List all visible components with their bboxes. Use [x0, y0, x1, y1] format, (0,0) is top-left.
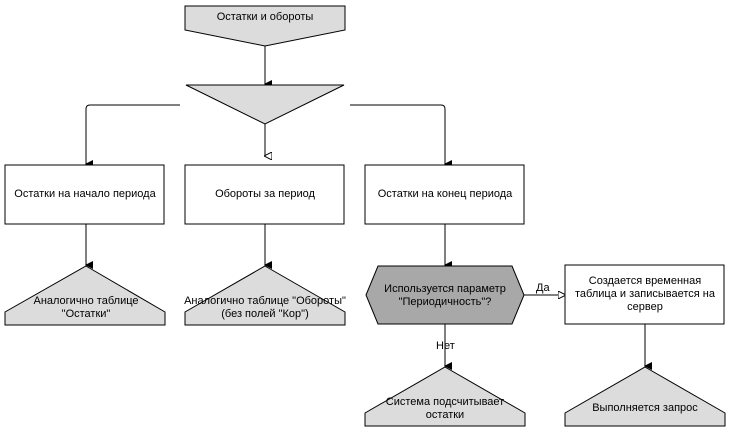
decision-label: Используется параметр "Периодичность"?	[384, 283, 506, 308]
edge-no-label: Нет	[436, 340, 455, 352]
result-query-label: Выполняется запрос	[592, 402, 698, 414]
result-begin-label: Аналогично таблице "Остатки"	[33, 295, 139, 320]
result-turnover-label: Аналогично таблице "Обороты" (без полей …	[184, 295, 346, 320]
box-begin[interactable]	[4, 164, 165, 225]
start-shape[interactable]	[184, 5, 346, 47]
result-begin-shape[interactable]	[4, 265, 166, 326]
box-begin-label: Остатки на начало периода	[14, 188, 156, 200]
box-turnover-label: Обороты за период	[215, 188, 315, 200]
box-turnover[interactable]	[184, 164, 345, 225]
result-turnover-shape[interactable]	[184, 265, 346, 326]
edge-split-end	[350, 104, 452, 168]
result-system-shape[interactable]	[364, 366, 526, 427]
box-end-label: Остатки на конец периода	[377, 188, 513, 200]
box-temp-table-label: Создается временная таблица и записывает…	[575, 275, 715, 313]
edge-yes-label: Да	[536, 282, 550, 294]
result-system-label: Система подсчитывает остатки	[385, 396, 505, 421]
decision-shape[interactable]	[365, 265, 525, 325]
start-label: Остатки и обороты	[216, 11, 314, 23]
edge-split-begin	[85, 104, 180, 168]
split-shape[interactable]	[185, 84, 345, 125]
result-query-shape[interactable]	[564, 366, 726, 427]
